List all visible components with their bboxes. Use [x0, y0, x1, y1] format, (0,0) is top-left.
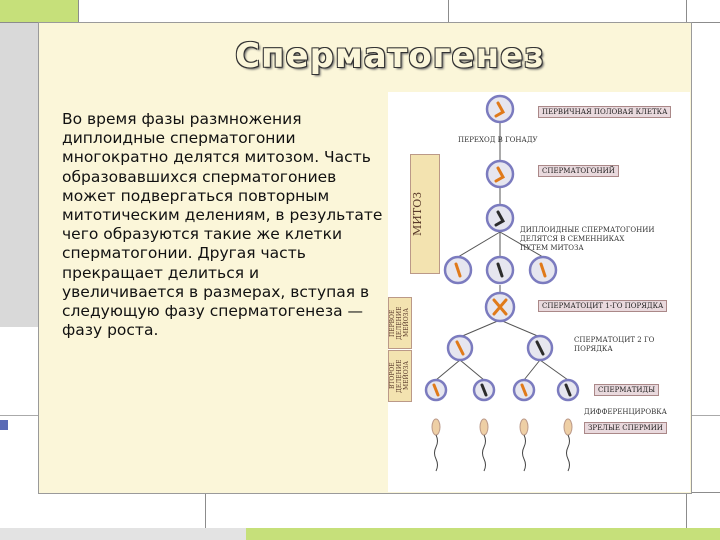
label-primary-cell: ПЕРВИЧНАЯ ПОЛОВАЯ КЛЕТКА: [538, 106, 672, 118]
label-differentiation: ДИФФЕРЕНЦИРОВКА: [584, 408, 667, 416]
decor-grey-strip: [0, 22, 38, 327]
chromosome: [432, 383, 440, 397]
label-to-gonad: ПЕРЕХОД В ГОНАДУ: [458, 136, 538, 144]
decor-blue-square: [0, 420, 8, 430]
label-spermatocyte-1: СПЕРМАТОЦИТ 1-ГО ПОРЯДКА: [538, 300, 668, 312]
decor-bottom-gray: [0, 528, 246, 540]
chromosome: [494, 101, 506, 118]
decor-green-block: [0, 0, 78, 22]
sperm-tail: [434, 434, 438, 472]
connector-line: [459, 359, 485, 381]
decor-line: [205, 492, 206, 540]
chromosome: [494, 166, 506, 183]
sperm-head: [479, 418, 489, 436]
chromosome: [564, 383, 572, 397]
connector-line: [459, 319, 501, 338]
chromosome: [494, 210, 506, 227]
label-spermatocyte-2-line1: СПЕРМАТОЦИТ 2 ГО: [574, 336, 655, 344]
connector-line: [539, 359, 569, 381]
sperm-tail: [566, 434, 570, 472]
sperm-tail: [482, 434, 486, 472]
decor-bottom-green: [246, 528, 720, 540]
slide-title: Сперматогенез: [235, 36, 545, 76]
sperm-head: [563, 418, 573, 436]
chromosome: [520, 383, 528, 397]
label-spermatocyte-2-line2: ПОРЯДКА: [574, 345, 613, 353]
chromosome: [496, 262, 504, 278]
label-diploid-line1: ДИПЛОИДНЫЕ СПЕРМАТОГОНИИ: [520, 226, 655, 234]
sperm-tail: [522, 434, 526, 472]
connector-line: [499, 319, 541, 338]
label-mature-sperm: ЗРЕЛЫЕ СПЕРМИИ: [584, 422, 667, 434]
spermatogenesis-diagram: МИТОЗ ПЕРВОЕ ДЕЛЕНИЕ МЕЙОЗА ВТОРОЕ ДЕЛЕН…: [388, 92, 690, 492]
sperm-head: [431, 418, 441, 436]
slide-body-text: Во время фазы размножения диплоидные спе…: [62, 110, 383, 340]
chromosome: [539, 262, 547, 278]
diagram-drawing: [424, 94, 580, 472]
chromosome: [535, 340, 545, 356]
connector-line: [457, 231, 501, 258]
chromosome: [455, 340, 465, 356]
connector-line: [435, 359, 461, 381]
decor-line: [448, 0, 449, 30]
sperm-head: [519, 418, 529, 436]
label-diploid-line2: ДЕЛЯТСЯ В СЕМЕННИКАХ: [520, 235, 625, 243]
label-diploid-line3: ПУТЕМ МИТОЗА: [520, 244, 584, 252]
connector-line: [523, 359, 541, 381]
label-spermatids: СПЕРМАТИДЫ: [594, 384, 660, 396]
chromosome: [492, 298, 508, 316]
connector-line: [499, 231, 544, 258]
chromosome: [454, 262, 462, 278]
chromosome: [480, 383, 488, 397]
label-spermatogonium: СПЕРМАТОГОНИЙ: [538, 165, 619, 177]
